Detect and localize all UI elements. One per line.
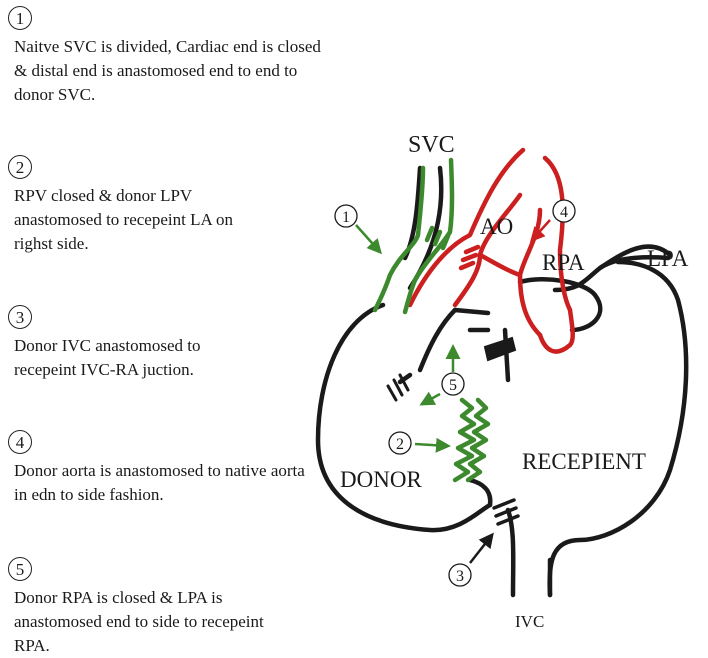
aorta-inner-left [452, 192, 523, 308]
svc-green-left [372, 165, 426, 313]
marker-2-arrow [414, 437, 451, 453]
marker-5: 5 [441, 372, 465, 396]
label-lpa: LPA [647, 246, 689, 271]
svg-text:4: 4 [560, 204, 568, 221]
donor-la-wall [417, 307, 458, 373]
svg-text:2: 2 [396, 436, 404, 453]
aorta-anastomosis-sutures [458, 244, 481, 271]
note-text: RPV closed & donor LPV anastomosed to re… [14, 186, 234, 253]
note-number-badge: 2 [8, 155, 32, 179]
marker-4: 4 [552, 199, 576, 223]
label-svc: SVC [408, 132, 455, 158]
note-1: 1 Naitve SVC is divided, Cardiac end is … [8, 6, 340, 107]
note-text: Donor RPA is closed & LPA is anastomosed… [14, 588, 264, 655]
svc-green-right [402, 157, 455, 315]
svg-text:5: 5 [449, 377, 457, 394]
note-text: Donor IVC anastomosed to recepeint IVC-R… [14, 336, 201, 379]
label-recipient: RECEPIENT [522, 449, 646, 474]
note-text: Naitve SVC is divided, Cardiac end is cl… [14, 37, 321, 104]
note-number-badge: 3 [8, 305, 32, 329]
marker-1: 1 [334, 204, 358, 228]
ivc-donor-wall [467, 477, 493, 508]
septum-line [502, 327, 511, 383]
label-ao: AO [480, 214, 513, 239]
note-4: 4 Donor aorta is anastomosed to native a… [8, 430, 340, 507]
aorta-root-bottom [537, 307, 575, 354]
aorta-inner-right [517, 207, 543, 338]
marker-2: 2 [388, 431, 412, 455]
lpa-branch [597, 244, 673, 271]
heart-outline-right [547, 259, 689, 598]
rpa-stump-sutures [386, 373, 410, 402]
ivc-sutures [492, 498, 520, 526]
donor-la-wall-2 [452, 307, 491, 316]
marker-1-arrow [355, 224, 382, 255]
heart-outline-left [315, 302, 493, 533]
svc-sutures [424, 225, 451, 251]
aorta-left-wall [407, 147, 526, 308]
note-text: Donor aorta is anastomosed to native aor… [14, 461, 305, 504]
note-number-badge: 1 [8, 6, 32, 30]
marker-5-arrow-left [419, 391, 441, 406]
note-number-badge: 4 [8, 430, 32, 454]
note-number-badge: 5 [8, 557, 32, 581]
pv-anastomosis-zigzag-2 [465, 397, 491, 483]
note-5: 5 Donor RPA is closed & LPA is anastomos… [8, 557, 340, 658]
note-2: 2 RPV closed & donor LPV anastomosed to … [8, 155, 340, 256]
label-rpa: RPA [542, 250, 585, 275]
aorta-base [477, 252, 523, 278]
pv-anastomosis-zigzag [452, 397, 477, 483]
marker-3-arrow [469, 532, 494, 564]
aorta-right-wall [542, 155, 573, 313]
note-3: 3 Donor IVC anastomosed to recepeint IVC… [8, 305, 340, 382]
marker-4-arrow [529, 219, 551, 243]
svg-text:1: 1 [342, 209, 350, 226]
closed-vessel-stump [483, 336, 517, 362]
svg-text:3: 3 [456, 568, 464, 585]
marker-3: 3 [448, 563, 472, 587]
rpa-branch [517, 277, 603, 333]
ivc-left-wall [505, 507, 516, 598]
label-ivc: IVC [515, 612, 544, 631]
label-donor: DONOR [340, 467, 422, 492]
